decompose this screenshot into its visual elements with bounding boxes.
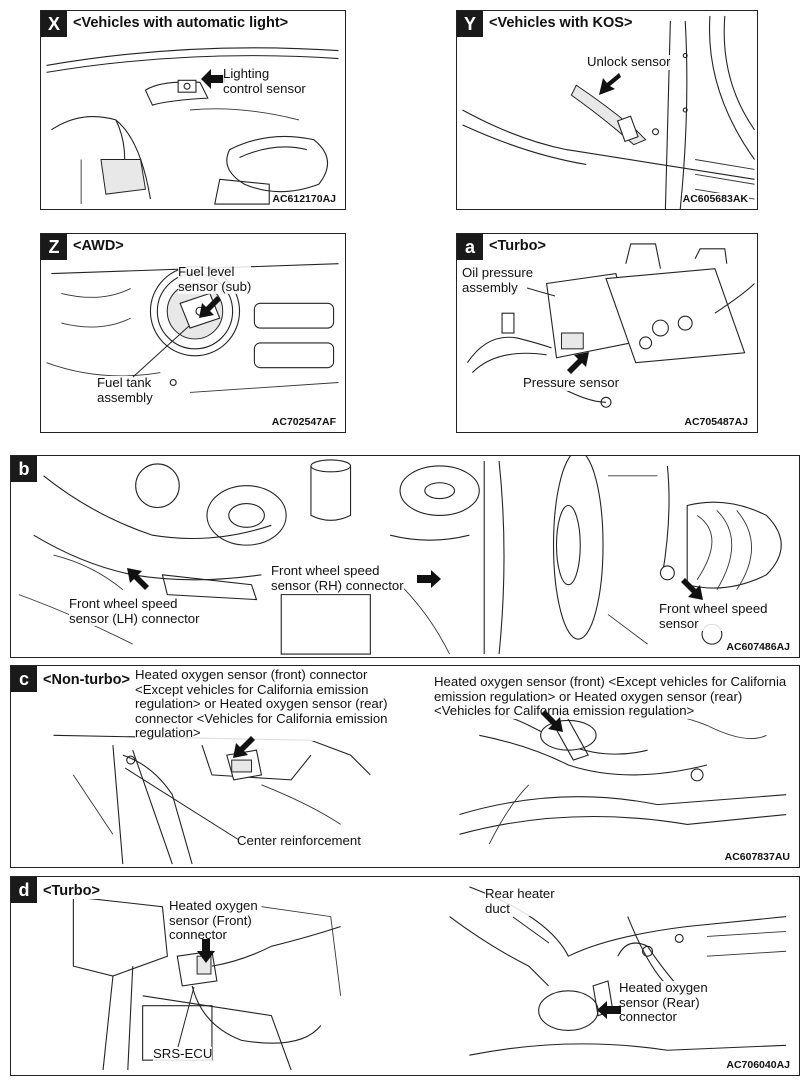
black-pointer-arrow-icon xyxy=(199,296,221,318)
panel-header: <Vehicles with KOS> xyxy=(489,15,633,31)
panel-header: <Vehicles with automatic light> xyxy=(73,15,289,31)
oil-pressure-assembly-label: Oil pressure assembly xyxy=(462,265,534,295)
panel-a: a <Turbo> Oil pressure assembly Pressure… xyxy=(456,233,758,433)
panel-header: <Non-turbo> xyxy=(43,672,130,688)
pressure-sensor-label: Pressure sensor xyxy=(523,375,620,391)
panel-x: X <Vehicles with automatic light> Lighti… xyxy=(40,10,346,210)
panel-tag: b xyxy=(11,456,37,482)
black-pointer-arrow-icon xyxy=(233,736,255,758)
leader-line xyxy=(124,767,240,841)
figure-code: AC612170AJ xyxy=(271,193,337,205)
figure-code: AC706040AJ xyxy=(725,1059,791,1071)
figure-code: AC607486AJ xyxy=(725,641,791,653)
black-pointer-arrow-icon xyxy=(127,568,149,590)
heated-oxygen-sensor-label: Heated oxygen sensor (front) <Except veh… xyxy=(434,674,787,719)
black-pointer-arrow-icon xyxy=(201,69,225,89)
panel-d-drawing xyxy=(72,886,787,1071)
srs-ecu-label: SRS-ECU xyxy=(153,1046,213,1062)
panel-tag: Y xyxy=(457,11,483,37)
rear-heater-duct-label: Rear heater duct xyxy=(485,886,555,916)
panel-tag: c xyxy=(11,666,37,692)
black-pointer-arrow-icon xyxy=(597,1001,621,1019)
heated-oxygen-sensor-rear-connector-label: Heated oxygen sensor (Rear) connector xyxy=(619,980,708,1025)
panel-y-drawing xyxy=(462,15,755,209)
front-wheel-speed-sensor-rh-connector-label: Front wheel speed sensor (RH) connector xyxy=(271,563,404,593)
panel-z: Z <AWD> Fuel level sensor (sub) Fuel tan… xyxy=(40,233,346,433)
black-pointer-arrow-icon xyxy=(681,578,703,600)
black-pointer-arrow-icon xyxy=(417,570,441,588)
center-reinforcement-label: Center reinforcement xyxy=(237,833,361,849)
panel-b: b Front wheel speed sensor (LH) connecto… xyxy=(10,455,800,658)
figure-code: AC607837AU xyxy=(723,851,791,863)
black-pointer-arrow-icon xyxy=(599,73,621,95)
front-wheel-speed-sensor-lh-connector-label: Front wheel speed sensor (LH) connector xyxy=(69,596,200,626)
panel-c: c <Non-turbo> Heated oxygen sensor (fron… xyxy=(10,665,800,868)
panel-tag: d xyxy=(11,877,37,903)
leader-line xyxy=(527,287,556,297)
panel-x-drawing xyxy=(46,47,339,205)
lighting-control-sensor-label: Lighting control sensor xyxy=(223,66,306,96)
figure-code: AC605683AK xyxy=(681,193,749,205)
panel-header: <Turbo> xyxy=(43,883,100,899)
panel-d: d <Turbo> Heated oxygen sensor (Front) c… xyxy=(10,876,800,1076)
fuel-tank-assembly-label: Fuel tank assembly xyxy=(97,375,153,405)
panel-tag: X xyxy=(41,11,67,37)
panel-header: <AWD> xyxy=(73,238,124,254)
heated-oxygen-sensor-front-connector-label: Heated oxygen sensor (Front) connector xyxy=(169,898,258,943)
panel-tag: Z xyxy=(41,234,67,260)
panel-header: <Turbo> xyxy=(489,238,546,254)
panel-y: Y <Vehicles with KOS> Unlock sensor AC60… xyxy=(456,10,758,210)
panel-tag: a xyxy=(457,234,483,260)
unlock-sensor-label: Unlock sensor xyxy=(587,54,671,70)
black-pointer-arrow-icon xyxy=(197,939,215,963)
leader-line xyxy=(512,916,550,944)
figure-code: AC702547AF xyxy=(270,416,337,428)
black-pointer-arrow-icon xyxy=(567,352,589,374)
front-wheel-speed-sensor-label: Front wheel speed sensor xyxy=(659,601,768,631)
leader-line xyxy=(177,986,195,1048)
heated-oxygen-sensor-connector-label: Heated oxygen sensor (front) connector <… xyxy=(135,667,388,741)
figure-code: AC705487AJ xyxy=(683,416,749,428)
panel-a-drawing xyxy=(466,243,755,408)
fuel-level-sensor-label: Fuel level sensor (sub) xyxy=(178,264,252,294)
black-pointer-arrow-icon xyxy=(541,710,563,732)
leader-line xyxy=(132,325,190,378)
